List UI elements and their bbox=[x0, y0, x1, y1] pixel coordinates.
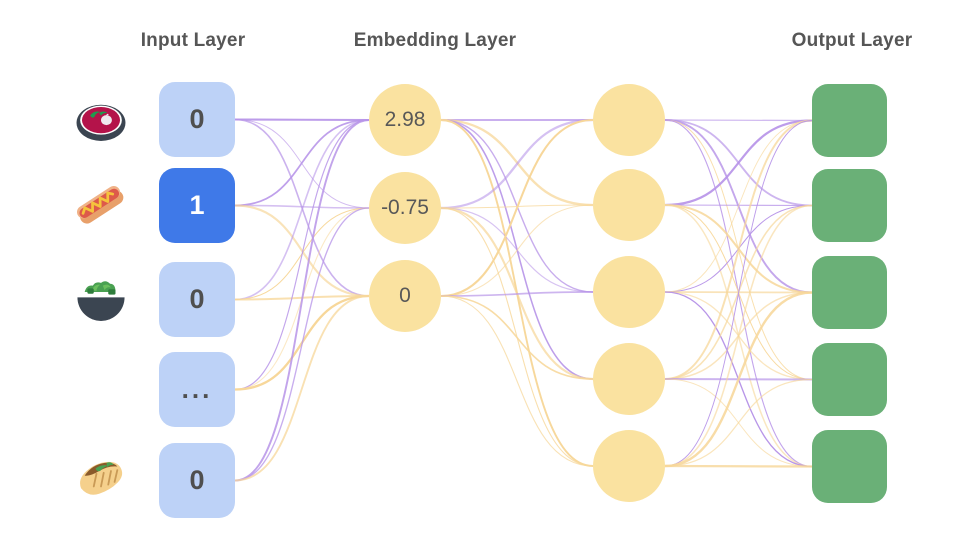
output-node-3[interactable] bbox=[812, 343, 887, 416]
input-node-2-value: 0 bbox=[189, 284, 205, 314]
embedding-node-1[interactable]: -0.75 bbox=[369, 172, 441, 244]
input-node-4-value: 0 bbox=[189, 465, 205, 495]
embedding-node-2-value: 0 bbox=[399, 284, 411, 307]
connection-line bbox=[234, 118, 370, 122]
connection-line bbox=[664, 464, 813, 468]
embedding-node-1-value: -0.75 bbox=[381, 196, 429, 219]
connection-line bbox=[234, 204, 370, 298]
connection-line bbox=[234, 119, 370, 391]
connection-line bbox=[234, 204, 370, 209]
connection-line bbox=[664, 204, 813, 467]
connection-line bbox=[440, 118, 594, 298]
hidden-node-3[interactable] bbox=[593, 343, 665, 415]
connection-line bbox=[664, 291, 813, 468]
connection-line bbox=[664, 378, 813, 467]
input-node-2[interactable]: 0 bbox=[159, 262, 235, 337]
embedding-node-0[interactable]: 2.98 bbox=[369, 84, 441, 156]
hidden-node-0[interactable] bbox=[593, 84, 665, 156]
embedding-node-2[interactable]: 0 bbox=[369, 260, 441, 332]
hidden-node-1[interactable] bbox=[593, 169, 665, 241]
input-node-0-value: 0 bbox=[189, 104, 205, 134]
connection-line bbox=[234, 119, 370, 207]
embedding-layer-title: Embedding Layer bbox=[353, 30, 517, 51]
connection-line bbox=[664, 120, 813, 467]
connection-line bbox=[664, 120, 813, 293]
connection-line bbox=[664, 119, 813, 207]
output-node-4[interactable] bbox=[812, 430, 887, 503]
burrito-icon bbox=[72, 452, 130, 510]
output-layer-title: Output Layer bbox=[791, 30, 913, 51]
connection-line bbox=[440, 291, 594, 297]
connection-line bbox=[440, 295, 594, 467]
connection-line bbox=[440, 295, 594, 380]
connection-line bbox=[440, 204, 594, 297]
connection-line bbox=[440, 118, 594, 210]
hidden-node-2[interactable] bbox=[593, 256, 665, 328]
embedding-node-0-value: 2.98 bbox=[384, 108, 426, 131]
connection-line bbox=[234, 295, 370, 482]
input-node-ellipsis[interactable]: ... bbox=[159, 352, 235, 427]
connection-line bbox=[664, 119, 813, 380]
output-node-2[interactable] bbox=[812, 256, 887, 329]
output-node-1[interactable] bbox=[812, 169, 887, 242]
green-salad-icon bbox=[72, 272, 130, 330]
connection-line bbox=[234, 119, 370, 301]
output-node-0[interactable] bbox=[812, 84, 887, 157]
connection-line bbox=[664, 119, 813, 122]
hidden-node-4[interactable] bbox=[593, 430, 665, 502]
input-node-1-value: 1 bbox=[189, 190, 205, 220]
input-node-1[interactable]: 1 bbox=[159, 168, 235, 243]
edges-embedding-to-hidden bbox=[440, 118, 594, 467]
input-node-0[interactable]: 0 bbox=[159, 82, 235, 157]
input-node-4[interactable]: 0 bbox=[159, 443, 235, 518]
input-node-3-value: ... bbox=[181, 374, 213, 404]
edges-input-to-embedding bbox=[234, 118, 370, 482]
connection-line bbox=[234, 207, 370, 482]
hot-dog-icon bbox=[72, 177, 130, 235]
input-layer-title: Input Layer bbox=[140, 30, 246, 51]
connection-line bbox=[234, 119, 370, 482]
edges-hidden-to-output bbox=[664, 119, 813, 468]
bowl-of-stew-icon bbox=[72, 92, 130, 150]
